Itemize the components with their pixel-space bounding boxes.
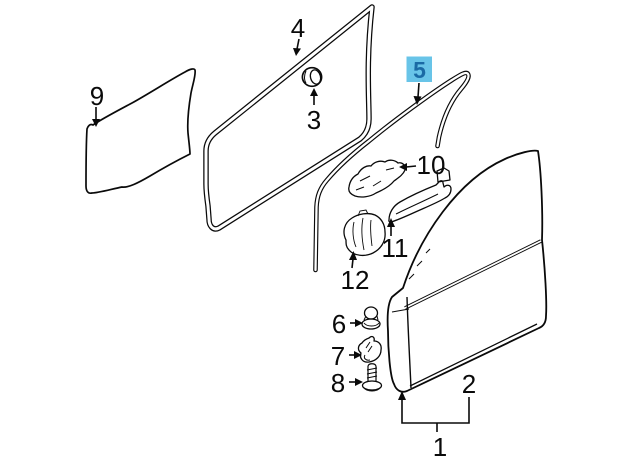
callout-8-label[interactable]: 8 xyxy=(331,368,345,398)
callout-9-arrow xyxy=(92,107,100,127)
part-7-clip-drawing xyxy=(357,335,382,363)
callout-10-label[interactable]: 10 xyxy=(417,150,446,180)
part-10-bracket-drawing xyxy=(348,159,406,198)
part-8-flange xyxy=(361,380,383,391)
part-3-detail xyxy=(304,70,307,84)
part-3-outer-ring xyxy=(301,66,323,88)
part-3-grommet-drawing xyxy=(301,66,323,88)
part-11-tab xyxy=(436,167,451,183)
callout-9-label[interactable]: 9 xyxy=(90,81,104,111)
door-band-hem-line xyxy=(391,308,410,313)
part-12-detail xyxy=(352,209,373,251)
part-3-inner-ring xyxy=(309,69,322,85)
callout-8-arrow xyxy=(349,378,363,386)
part-8-threads xyxy=(366,367,378,379)
callout-7-arrow xyxy=(349,351,362,359)
callout-11-label[interactable]: 11 xyxy=(382,233,409,263)
part-6-head xyxy=(363,306,379,320)
door-panel-drawing xyxy=(386,149,548,393)
callout-7-label[interactable]: 7 xyxy=(331,341,345,371)
callout-5-highlight-box[interactable] xyxy=(406,56,433,83)
callout-4-label[interactable]: 4 xyxy=(291,13,305,43)
part-4-weatherstrip-drawing xyxy=(203,4,375,232)
callout-5-label[interactable]: 5 xyxy=(413,57,426,83)
callout-1-bracket xyxy=(398,391,470,432)
part-9-outline xyxy=(85,68,197,195)
part-12-outline xyxy=(343,212,386,257)
callout-2-label[interactable]: 2 xyxy=(462,369,476,399)
callout-12-arrow xyxy=(349,251,357,269)
door-sash-dashes xyxy=(408,248,431,280)
callout-6-label[interactable]: 6 xyxy=(332,309,346,339)
part-12-clip-drawing xyxy=(343,209,386,257)
callout-10-arrow xyxy=(399,163,417,171)
part-6-clip-drawing xyxy=(361,306,381,330)
door-outline xyxy=(386,149,548,393)
part-5-run-channel-drawing xyxy=(313,70,471,273)
callout-5-highlighted[interactable]: 5 xyxy=(406,56,433,84)
part-10-detail xyxy=(355,167,395,191)
part-7-detail xyxy=(363,341,373,361)
part-4-outline-outer xyxy=(203,4,375,232)
callout-11-arrow xyxy=(387,218,395,236)
callout-12-label[interactable]: 12 xyxy=(341,265,370,295)
part-8-base xyxy=(363,387,381,392)
callout-arrows xyxy=(92,38,470,432)
door-bottom-hem-line xyxy=(409,323,538,387)
callout-6-arrow xyxy=(350,319,363,327)
part-10-outline xyxy=(348,159,406,198)
callout-4-arrow xyxy=(293,38,301,56)
part-6-detail xyxy=(363,315,380,327)
part-9-sheet-drawing xyxy=(85,68,197,195)
callout-3-arrow xyxy=(310,88,318,105)
part-5-outline-inner xyxy=(314,71,470,272)
part-4-outline-inner xyxy=(204,5,374,231)
part-6-flange xyxy=(361,318,381,330)
part-11-outline xyxy=(388,180,452,223)
part-11-detail xyxy=(395,193,439,215)
door-beltline-inner xyxy=(404,240,542,309)
callout-5-arrow xyxy=(413,82,422,105)
part-8-screw-drawing xyxy=(361,363,383,392)
part-7-outline xyxy=(357,335,382,363)
callout-3-label[interactable]: 3 xyxy=(307,105,321,135)
callout-1-label[interactable]: 1 xyxy=(433,432,447,462)
door-front-band-line xyxy=(406,296,412,389)
part-11-bracket-drawing xyxy=(388,167,452,223)
